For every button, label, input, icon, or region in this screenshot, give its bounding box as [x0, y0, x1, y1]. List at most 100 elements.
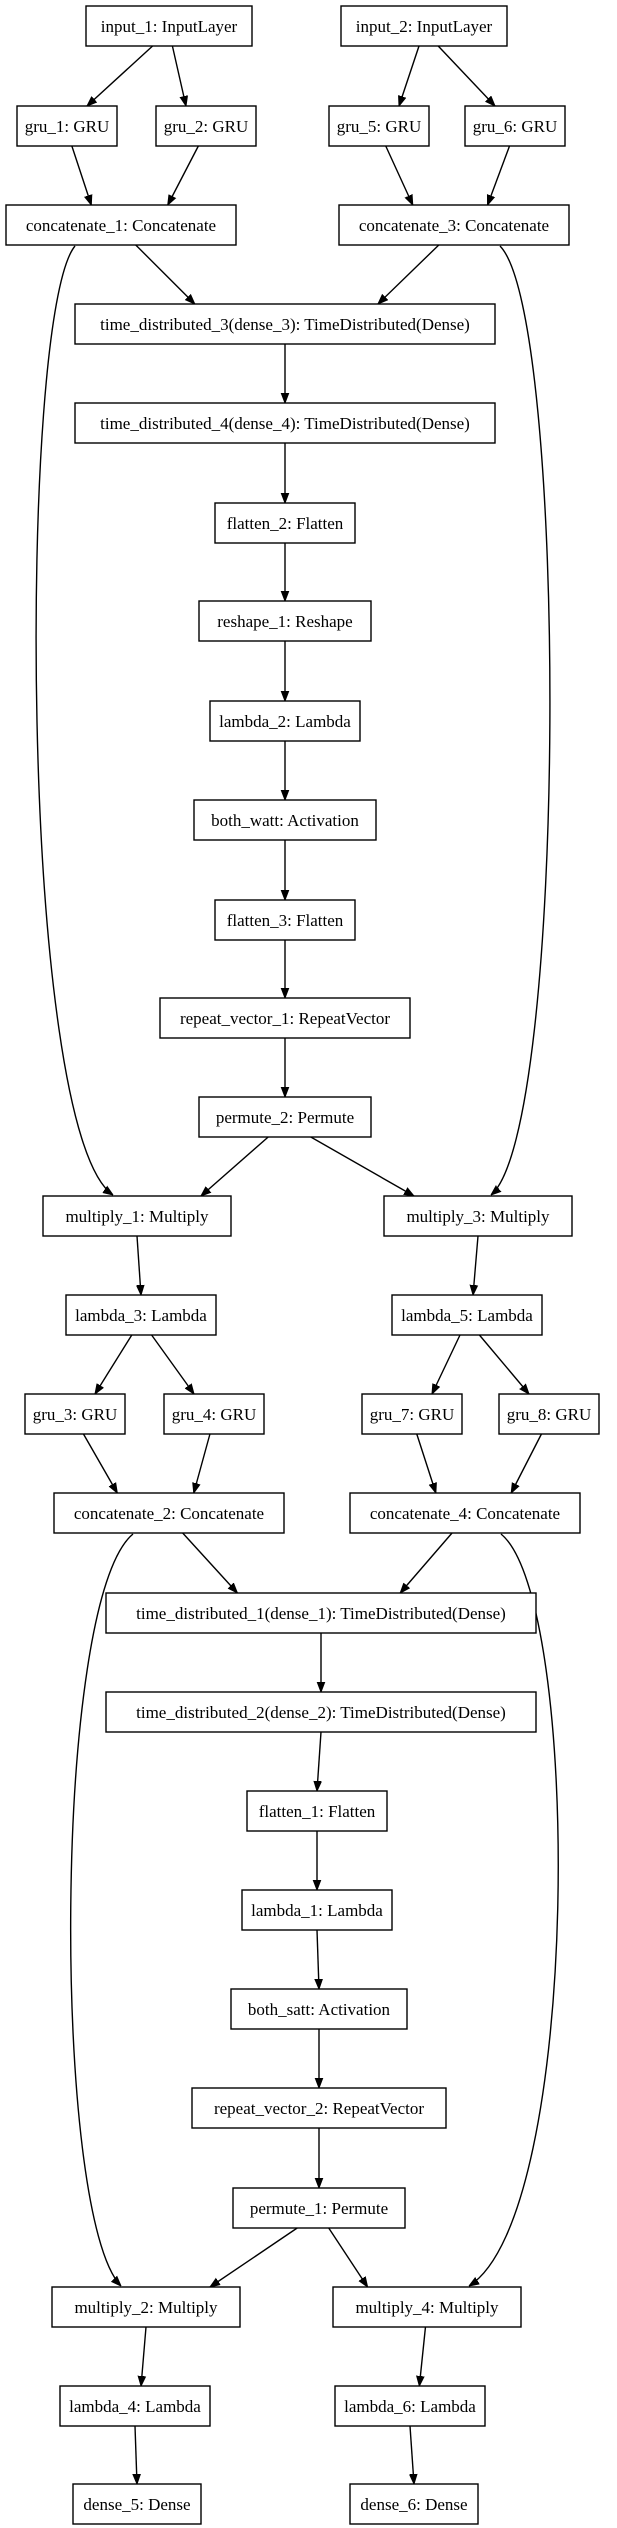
node-box: [42, 1195, 232, 1237]
node-label: reshape_1: Reshape: [217, 612, 352, 631]
node-box: [72, 2483, 202, 2525]
node-label: dense_6: Dense: [360, 2495, 467, 2514]
node-label: gru_1: GRU: [25, 117, 110, 136]
edge-permute_1-to-multiply_4: [328, 2227, 368, 2287]
node-box: [74, 402, 496, 444]
node-dense-6: dense_6: Dense: [349, 2483, 479, 2525]
edges-layer: [35, 45, 559, 2484]
node-gru-2: gru_2: GRU: [155, 105, 257, 147]
node-label: time_distributed_4(dense_4): TimeDistrib…: [100, 414, 470, 433]
edge-gru_2-to-concatenate_1: [168, 145, 199, 205]
node-label: lambda_1: Lambda: [251, 1901, 383, 1920]
edge-gru_7-to-concatenate_4: [416, 1433, 436, 1493]
node-box: [340, 5, 508, 47]
node-box: [198, 600, 372, 642]
edge-input_1-to-gru_2: [171, 45, 186, 106]
node-box: [5, 204, 237, 246]
node-time-distributed-1: time_distributed_1(dense_1): TimeDistrib…: [105, 1592, 537, 1634]
node-box: [241, 1889, 393, 1931]
edge-concatenate_1-to-multiply_1: [35, 245, 113, 1195]
node-multiply-3: multiply_3: Multiply: [383, 1195, 573, 1237]
node-both-satt: both_satt: Activation: [230, 1988, 408, 2030]
edge-multiply_3-to-lambda_5: [473, 1235, 479, 1295]
edge-lambda_3-to-gru_3: [95, 1334, 133, 1394]
node-dense-5: dense_5: Dense: [72, 2483, 202, 2525]
node-box: [349, 1492, 581, 1534]
node-gru-3: gru_3: GRU: [24, 1393, 126, 1435]
node-repeat-vector-2: repeat_vector_2: RepeatVector: [191, 2087, 447, 2129]
node-repeat-vector-1: repeat_vector_1: RepeatVector: [159, 997, 411, 1039]
edge-permute_1-to-multiply_2: [210, 2227, 298, 2287]
node-label: repeat_vector_1: RepeatVector: [180, 1009, 390, 1028]
node-label: gru_3: GRU: [33, 1405, 118, 1424]
node-label: multiply_2: Multiply: [74, 2298, 218, 2317]
node-gru-7: gru_7: GRU: [361, 1393, 463, 1435]
edge-input_1-to-gru_1: [87, 45, 154, 106]
edge-permute_2-to-multiply_3: [310, 1136, 414, 1196]
edge-time_distributed_2-to-flatten_1: [317, 1731, 321, 1791]
node-box: [338, 204, 570, 246]
node-label: concatenate_1: Concatenate: [26, 216, 216, 235]
node-label: both_watt: Activation: [211, 811, 359, 830]
node-box: [332, 2286, 522, 2328]
edge-lambda_5-to-gru_8: [478, 1334, 529, 1394]
node-label: lambda_3: Lambda: [75, 1306, 207, 1325]
node-label: concatenate_3: Concatenate: [359, 216, 549, 235]
edge-multiply_4-to-lambda_6: [419, 2326, 427, 2386]
node-box: [198, 1096, 372, 1138]
edge-input_2-to-gru_5: [399, 45, 420, 106]
node-label: lambda_4: Lambda: [69, 2397, 201, 2416]
node-label: permute_1: Permute: [250, 2199, 388, 2218]
node-gru-1: gru_1: GRU: [16, 105, 118, 147]
node-label: both_satt: Activation: [248, 2000, 391, 2019]
node-box: [246, 1790, 388, 1832]
node-box: [85, 5, 253, 47]
node-label: dense_5: Dense: [83, 2495, 190, 2514]
node-lambda-3: lambda_3: Lambda: [65, 1294, 217, 1336]
node-label: flatten_2: Flatten: [227, 514, 344, 533]
edge-concatenate_1-to-time_distributed_3: [135, 244, 195, 304]
node-label: gru_4: GRU: [172, 1405, 257, 1424]
edge-lambda_3-to-gru_4: [151, 1334, 194, 1394]
node-box: [74, 303, 496, 345]
node-box: [232, 2187, 406, 2229]
node-time-distributed-3: time_distributed_3(dense_3): TimeDistrib…: [74, 303, 496, 345]
node-box: [155, 105, 257, 147]
node-box: [383, 1195, 573, 1237]
node-label: gru_2: GRU: [164, 117, 249, 136]
node-box: [214, 899, 356, 941]
node-box: [193, 799, 377, 841]
edge-multiply_1-to-lambda_3: [137, 1235, 141, 1295]
node-permute-2: permute_2: Permute: [198, 1096, 372, 1138]
node-box: [51, 2286, 241, 2328]
edge-lambda_6-to-dense_6: [410, 2425, 414, 2484]
node-box: [59, 2385, 211, 2427]
edge-concatenate_2-to-time_distributed_1: [182, 1532, 238, 1593]
edge-gru_8-to-concatenate_4: [511, 1433, 543, 1493]
node-box: [105, 1592, 537, 1634]
edge-lambda_5-to-gru_7: [431, 1334, 461, 1394]
edge-lambda_1-to-both_satt: [317, 1929, 319, 1989]
node-box: [209, 700, 361, 742]
node-box: [53, 1492, 285, 1534]
node-box: [349, 2483, 479, 2525]
node-label: time_distributed_3(dense_3): TimeDistrib…: [100, 315, 470, 334]
node-box: [464, 105, 566, 147]
edge-concatenate_2-to-multiply_2: [69, 1533, 134, 2286]
node-box: [361, 1393, 463, 1435]
node-concatenate-4: concatenate_4: Concatenate: [349, 1492, 581, 1534]
node-multiply-1: multiply_1: Multiply: [42, 1195, 232, 1237]
node-label: input_2: InputLayer: [356, 17, 493, 36]
edge-multiply_2-to-lambda_4: [141, 2326, 147, 2386]
node-label: repeat_vector_2: RepeatVector: [214, 2099, 424, 2118]
node-multiply-2: multiply_2: Multiply: [51, 2286, 241, 2328]
node-lambda-5: lambda_5: Lambda: [391, 1294, 543, 1336]
node-permute-1: permute_1: Permute: [232, 2187, 406, 2229]
node-concatenate-2: concatenate_2: Concatenate: [53, 1492, 285, 1534]
node-box: [159, 997, 411, 1039]
node-label: time_distributed_1(dense_1): TimeDistrib…: [136, 1604, 506, 1623]
edge-input_2-to-gru_6: [437, 45, 495, 106]
node-label: lambda_5: Lambda: [401, 1306, 533, 1325]
